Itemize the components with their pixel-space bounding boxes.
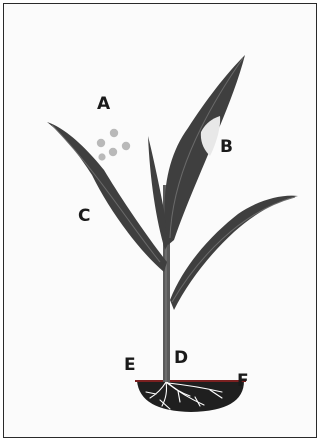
leaf-lower-right — [170, 196, 298, 310]
label-c: C — [78, 208, 90, 225]
particles — [97, 129, 130, 161]
label-f: F — [237, 373, 249, 390]
label-d: D — [174, 350, 188, 367]
label-b: B — [220, 139, 233, 156]
label-a: A — [97, 96, 110, 113]
label-e: E — [124, 357, 136, 374]
